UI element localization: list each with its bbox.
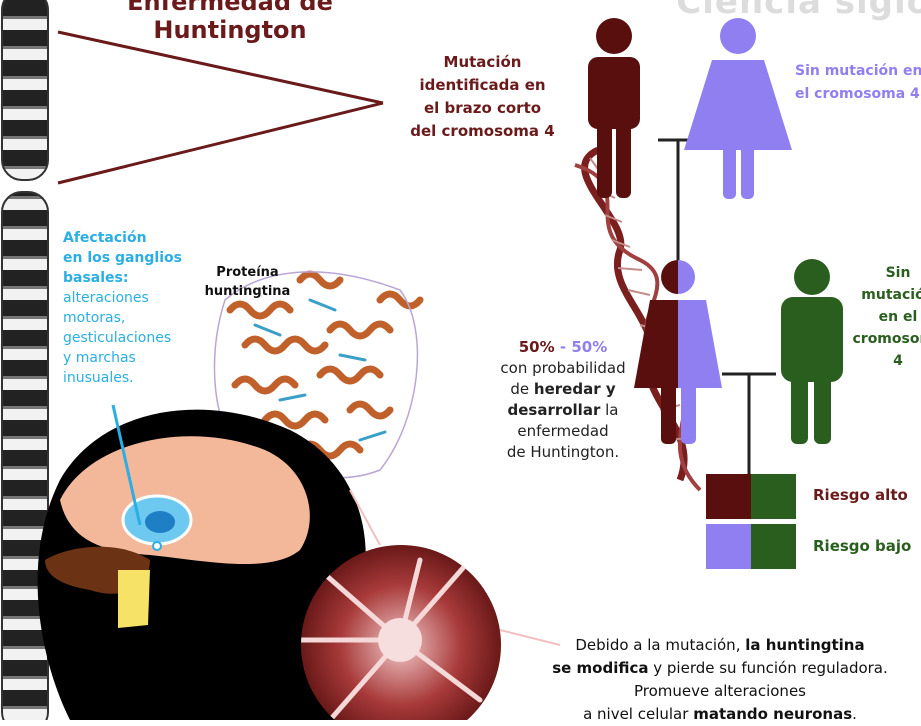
protein-label: Proteína huntingtina [204, 265, 291, 299]
brainstem [118, 570, 150, 628]
basal-ganglia [121, 494, 193, 546]
no-mutation-label-right: Sin mutación en el cromosoma 4 [852, 265, 921, 369]
partner-healthy-figure [781, 259, 843, 444]
risk-high-label: Riesgo alto [813, 486, 908, 504]
risk-high-square [706, 474, 796, 519]
risk-low-label: Riesgo bajo [813, 537, 912, 555]
page-title: Enfermedad de Huntington [70, 0, 390, 44]
bottom-explanation: Debido a la mutación, la huntingtina se … [552, 636, 888, 723]
probability-text: 50% - 50% con probabilidad de heredar y … [500, 338, 626, 461]
brain [60, 436, 310, 565]
child-figure [634, 260, 722, 444]
neuron-image [301, 545, 501, 720]
risk-low-square [706, 524, 796, 569]
no-mutation-label-top: Sin mutación en el cromosoma 4 [795, 63, 921, 102]
father-mutated-figure [588, 18, 640, 198]
huntingtin-protein-structure [213, 270, 424, 479]
mother-healthy-figure [684, 18, 792, 199]
neuron-pointer [499, 629, 561, 646]
chromosome [1, 0, 49, 720]
title-line-1: Enfermedad de [127, 0, 333, 16]
title-line-2: Huntington [153, 16, 307, 44]
mutation-label: Mutación identificada en el brazo corto … [410, 53, 555, 140]
basal-ganglia-label: Afectación en los ganglios basales: alte… [63, 230, 182, 386]
protein-pointer [349, 489, 381, 546]
watermark: Ciencia siglo [676, 0, 921, 22]
chromosome-pointer [57, 30, 384, 185]
